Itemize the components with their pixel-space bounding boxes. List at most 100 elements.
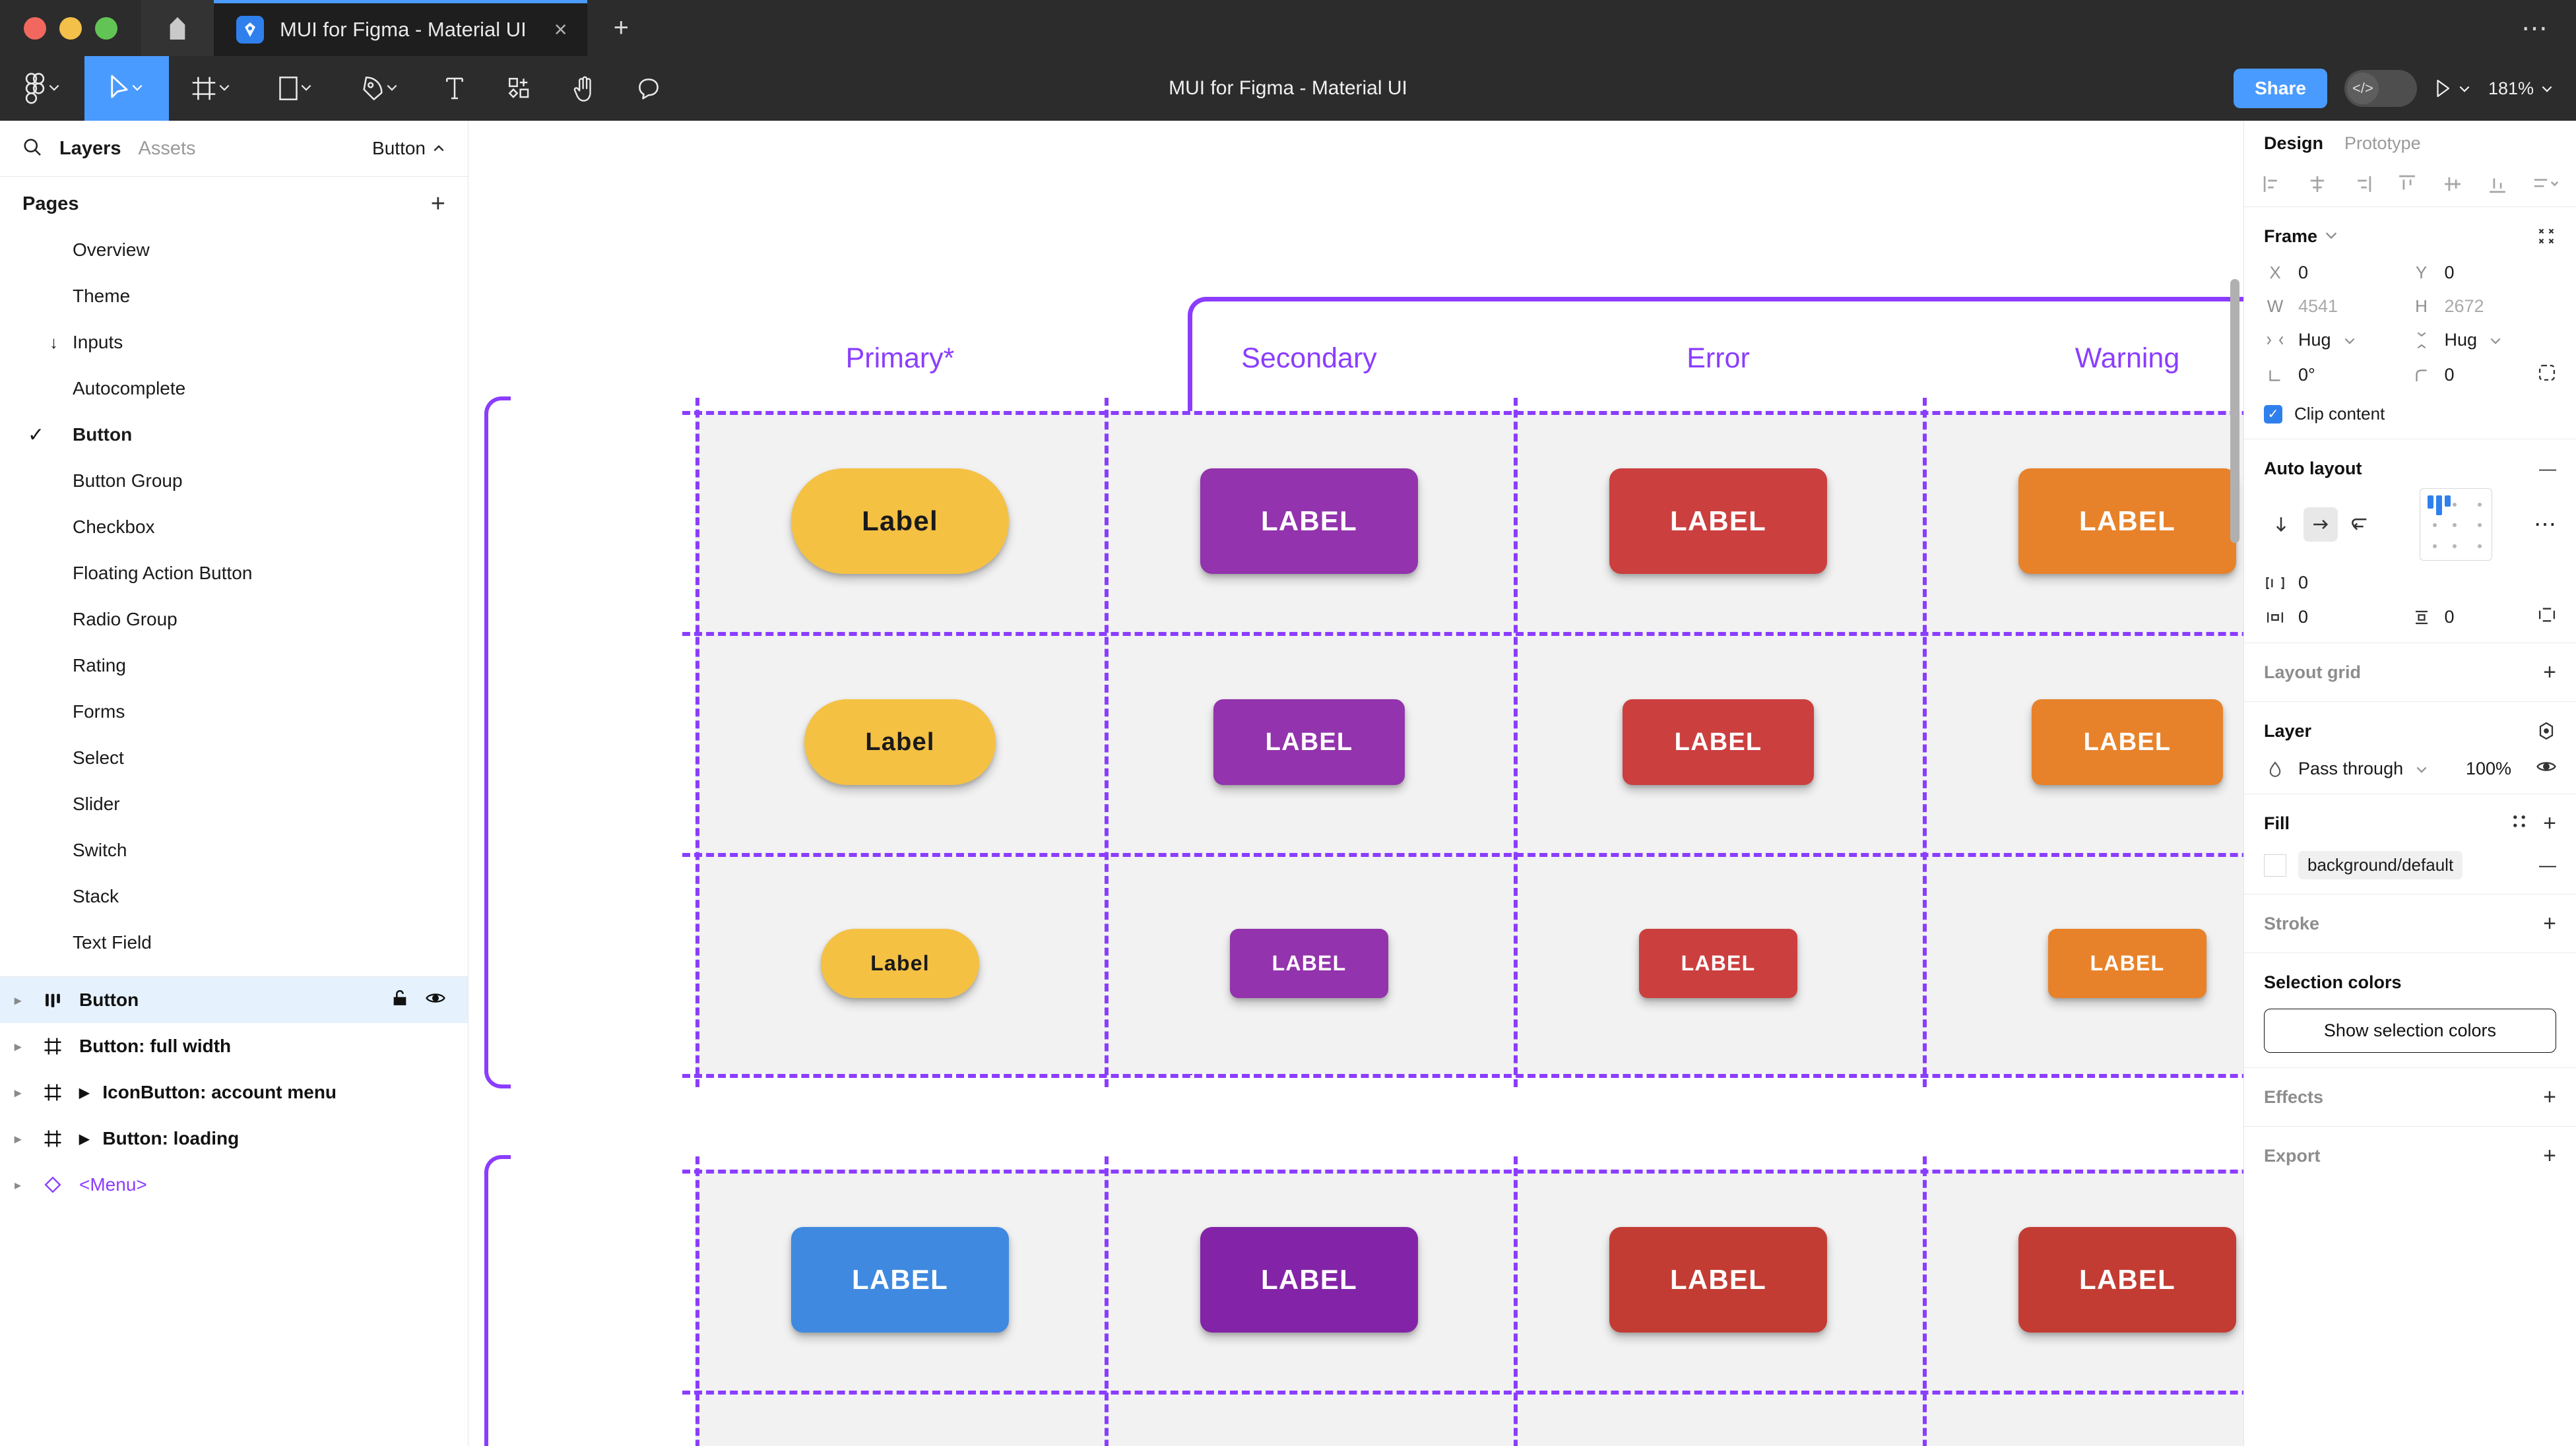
add-effect-icon[interactable]: + — [2543, 1084, 2556, 1110]
minimize-window-button[interactable] — [59, 16, 82, 40]
add-export-icon[interactable]: + — [2543, 1143, 2556, 1168]
layer-row[interactable]: ▸<Menu> — [0, 1162, 468, 1208]
tab-design[interactable]: Design — [2264, 133, 2324, 153]
variant-button[interactable]: Label — [804, 699, 996, 785]
distribute-menu-icon[interactable] — [2531, 173, 2559, 200]
variant-button[interactable]: LABEL — [2018, 468, 2236, 574]
add-stroke-icon[interactable]: + — [2543, 910, 2556, 936]
unlock-icon[interactable] — [391, 989, 408, 1012]
clip-content-checkbox[interactable]: ✓ — [2264, 404, 2282, 424]
move-tool-icon[interactable] — [84, 56, 169, 121]
layer-row[interactable]: ▸Button — [0, 977, 468, 1023]
direction-horizontal-button[interactable] — [2303, 507, 2338, 542]
remove-fill-icon[interactable]: — — [2539, 855, 2556, 875]
show-selection-colors-button[interactable]: Show selection colors — [2264, 1009, 2556, 1053]
auto-layout-more-icon[interactable]: ⋯ — [2534, 512, 2556, 537]
fill-styles-icon[interactable] — [2510, 812, 2528, 835]
tab-prototype[interactable]: Prototype — [2344, 133, 2421, 153]
frame-tool-icon[interactable] — [169, 56, 253, 121]
horizontal-resizing-field[interactable]: Hug — [2264, 330, 2410, 350]
fill-color-swatch[interactable] — [2264, 854, 2286, 877]
layer-row[interactable]: ▸Button: full width — [0, 1023, 468, 1069]
design-canvas[interactable]: Contained Primary*SecondaryErrorWarningL… — [468, 121, 2243, 1446]
page-item-stack[interactable]: Stack — [0, 873, 468, 920]
align-top-icon[interactable] — [2396, 173, 2418, 200]
expand-arrow-icon[interactable]: ▸ — [14, 993, 22, 1008]
pen-tool-icon[interactable] — [338, 56, 422, 121]
share-button[interactable]: Share — [2234, 69, 2327, 108]
page-item-floating-action-button[interactable]: Floating Action Button — [0, 550, 468, 596]
page-item-checkbox[interactable]: Checkbox — [0, 504, 468, 550]
align-horizontal-center-icon[interactable] — [2306, 173, 2329, 200]
variant-button[interactable]: LABEL — [1639, 928, 1797, 998]
variant-button[interactable]: LABEL — [1609, 1227, 1827, 1333]
direction-vertical-button[interactable] — [2264, 507, 2298, 542]
variant-button[interactable]: LABEL — [1200, 468, 1418, 574]
width-field[interactable]: W 4541 — [2264, 296, 2410, 317]
search-icon[interactable] — [22, 137, 42, 160]
tab-assets[interactable]: Assets — [138, 137, 196, 159]
hand-tool-icon[interactable] — [552, 56, 616, 121]
page-item-slider[interactable]: Slider — [0, 781, 468, 827]
fill-style-name[interactable]: background/default — [2298, 851, 2463, 879]
blend-mode-field[interactable]: Pass through 100% — [2264, 759, 2556, 779]
visibility-icon[interactable] — [426, 990, 445, 1011]
page-item-button-group[interactable]: Button Group — [0, 458, 468, 504]
fill-style-row[interactable]: background/default — — [2264, 851, 2556, 879]
direction-wrap-button[interactable] — [2343, 507, 2377, 542]
variant-button[interactable]: LABEL — [2048, 928, 2206, 998]
comment-tool-icon[interactable] — [616, 56, 681, 121]
variant-button[interactable]: Label — [821, 928, 979, 998]
x-field[interactable]: X 0 — [2264, 263, 2410, 283]
collapsed-triangle-icon[interactable]: ▶ — [79, 1085, 90, 1100]
page-item-autocomplete[interactable]: Autocomplete — [0, 365, 468, 412]
remove-auto-layout-icon[interactable]: — — [2539, 458, 2556, 478]
close-tab-icon[interactable]: × — [554, 17, 567, 42]
alignment-pad[interactable] — [2419, 488, 2492, 561]
page-item-button[interactable]: ✓Button — [0, 412, 468, 458]
variant-button[interactable]: LABEL — [1213, 699, 1405, 785]
independent-corners-icon[interactable] — [2538, 363, 2556, 387]
variant-button[interactable]: LABEL — [791, 1227, 1009, 1333]
collapsed-triangle-icon[interactable]: ▶ — [79, 1131, 90, 1147]
individual-padding-icon[interactable] — [2538, 606, 2556, 628]
maximize-window-button[interactable] — [95, 16, 117, 40]
y-field[interactable]: Y 0 — [2410, 263, 2557, 283]
expand-arrow-icon[interactable]: ▸ — [14, 1085, 22, 1100]
rotation-field[interactable]: 0° — [2264, 363, 2410, 387]
align-vertical-center-icon[interactable] — [2441, 173, 2464, 200]
shape-tool-icon[interactable] — [253, 56, 338, 121]
page-item-inputs[interactable]: ↓Inputs — [0, 319, 468, 365]
zoom-control[interactable]: 181% — [2488, 79, 2554, 99]
resize-to-fit-icon[interactable] — [2536, 226, 2556, 246]
page-item-theme[interactable]: Theme — [0, 273, 468, 319]
chevron-down-icon[interactable] — [2324, 226, 2338, 247]
add-layout-grid-icon[interactable]: + — [2543, 659, 2556, 685]
clip-content-row[interactable]: ✓ Clip content — [2264, 404, 2556, 424]
vertical-padding-field[interactable]: 0 — [2410, 606, 2557, 628]
page-item-text-field[interactable]: Text Field — [0, 920, 468, 966]
page-item-select[interactable]: Select — [0, 735, 468, 781]
add-page-icon[interactable]: + — [430, 190, 445, 218]
canvas-scrollbar[interactable] — [2230, 279, 2239, 543]
current-page-selector[interactable]: Button — [372, 138, 445, 159]
text-tool-icon[interactable] — [422, 56, 487, 121]
layer-row[interactable]: ▸▶IconButton: account menu — [0, 1069, 468, 1116]
variant-button[interactable]: LABEL — [1230, 928, 1388, 998]
close-window-button[interactable] — [24, 16, 46, 40]
align-right-icon[interactable] — [2351, 173, 2373, 200]
height-field[interactable]: H 2672 — [2410, 296, 2557, 317]
layer-row[interactable]: ▸▶Button: loading — [0, 1116, 468, 1162]
vertical-resizing-field[interactable]: Hug — [2410, 330, 2557, 350]
variant-button[interactable]: LABEL — [2032, 699, 2223, 785]
new-tab-button[interactable]: + — [613, 13, 629, 42]
browser-tab[interactable]: MUI for Figma - Material UI × — [214, 0, 587, 56]
page-item-rating[interactable]: Rating — [0, 643, 468, 689]
expand-arrow-icon[interactable]: ▸ — [14, 1178, 22, 1193]
horizontal-padding-field[interactable]: 0 — [2264, 606, 2410, 628]
align-left-icon[interactable] — [2261, 173, 2284, 200]
page-item-radio-group[interactable]: Radio Group — [0, 596, 468, 643]
expand-arrow-icon[interactable]: ▸ — [14, 1131, 22, 1147]
components-tool-icon[interactable] — [487, 56, 552, 121]
align-bottom-icon[interactable] — [2486, 173, 2509, 200]
